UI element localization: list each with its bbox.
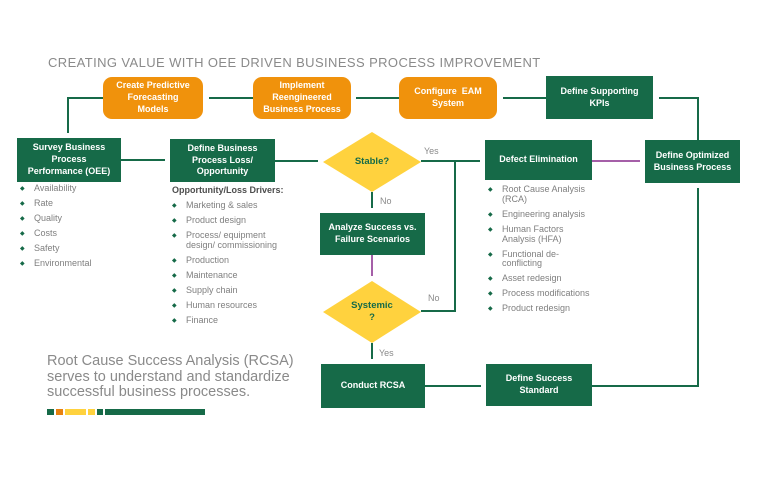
list-item: Finance	[172, 314, 290, 326]
oee-driver-list: Availability Rate Quality Costs Safety E…	[20, 183, 140, 274]
list-item: Maintenance	[172, 269, 290, 281]
list-item-text: Human Factors Analysis (HFA)	[502, 223, 564, 244]
diamond-bullet-icon	[488, 289, 502, 299]
edge-optimized-to-kpis	[659, 97, 699, 140]
list-item-text: Root Cause Analysis (RCA)	[502, 184, 586, 204]
list-header: Opportunity/Loss Drivers:	[172, 185, 284, 195]
list-item: Marketing & sales	[172, 200, 290, 211]
legend-bar-segment	[97, 409, 103, 415]
list-item-text: Process/ equipment design/ commissioning	[186, 230, 278, 250]
label-stable-no: No	[380, 196, 392, 206]
list-item: Product design	[172, 215, 290, 226]
list-item: Asset redesign	[488, 273, 603, 284]
legend-bar-segment	[56, 409, 63, 415]
diamond-bullet-icon	[20, 184, 34, 194]
node-configure-eam-system: Configure EAM System	[399, 77, 497, 119]
list-item: Human resources	[172, 299, 290, 311]
diamond-bullet-icon	[172, 256, 186, 266]
list-item: Safety	[20, 243, 140, 254]
node-analyze-success-failure: Analyze Success vs. Failure Scenarios	[320, 213, 425, 255]
list-item-text: Rate	[34, 198, 54, 208]
diamond-bullet-icon	[172, 216, 186, 226]
label-stable-yes: Yes	[424, 146, 439, 156]
list-item-text: Costs	[34, 228, 58, 238]
diamond-bullet-icon	[172, 231, 186, 251]
list-item: Process modifications	[488, 288, 603, 299]
label-systemic-no: No	[428, 293, 440, 303]
list-item: Quality	[20, 213, 140, 224]
list-item: Functional de- conflicting	[488, 248, 603, 270]
list-item-text: Product redesign	[502, 303, 571, 314]
list-item-text: Production	[186, 254, 230, 265]
page-title: CREATING VALUE WITH OEE DRIVEN BUSINESS …	[48, 55, 541, 70]
list-item: Costs	[20, 228, 140, 239]
list-item-text: Functional de- conflicting	[502, 248, 560, 269]
list-item-text: Maintenance	[186, 269, 238, 280]
list-item: Root Cause Analysis (RCA)	[488, 184, 603, 205]
node-defect-elimination: Defect Elimination	[485, 140, 592, 180]
defect-elimination-list: Root Cause Analysis (RCA) Engineering an…	[488, 184, 603, 319]
list-item: Environmental	[20, 258, 140, 269]
list-item-text: Process modifications	[502, 288, 590, 299]
list-item-text: Finance	[186, 314, 219, 325]
node-define-success-standard: Define Success Standard	[486, 364, 592, 406]
diamond-bullet-icon	[20, 214, 34, 224]
node-create-predictive-models: Create Predictive Forecasting Models	[103, 77, 203, 119]
diamond-bullet-icon	[488, 274, 502, 284]
node-implement-reengineered-process: Implement Reengineered Business Process	[253, 77, 351, 119]
list-item-text: Marketing & sales	[186, 200, 258, 210]
diamond-bullet-icon	[172, 271, 186, 281]
diamond-bullet-icon	[488, 304, 502, 314]
legend-bar-segment	[65, 409, 86, 415]
list-item: Supply chain	[172, 284, 290, 296]
node-survey-oee: Survey Business Process Performance (OEE…	[17, 138, 121, 182]
list-item-text: Environmental	[34, 258, 92, 268]
diamond-bullet-icon	[20, 259, 34, 269]
diamond-bullet-icon	[488, 210, 502, 220]
label-systemic-yes: Yes	[379, 348, 394, 358]
edge-systemic-no-return	[421, 162, 456, 312]
diamond-bullet-icon	[20, 244, 34, 254]
list-item: Production	[172, 254, 290, 266]
list-item: Process/ equipment design/ commissioning	[172, 230, 290, 251]
legend-bar-segment	[47, 409, 54, 415]
list-item-text: Engineering analysis	[502, 208, 586, 219]
edge-create-to-survey	[67, 97, 103, 133]
list-item-text: Supply chain	[186, 284, 238, 295]
color-legend-bar	[47, 409, 207, 415]
rcsa-caption: Root Cause Success Analysis (RCSA) serve…	[47, 353, 294, 401]
list-item-text: Quality	[34, 213, 63, 223]
list-item-text: Safety	[34, 243, 60, 253]
list-item: Human Factors Analysis (HFA)	[488, 223, 603, 245]
diamond-bullet-icon	[488, 185, 502, 205]
node-define-loss-opportunity: Define Business Process Loss/ Opportunit…	[170, 139, 275, 182]
edge-success-standard-to-optimized	[592, 188, 699, 387]
opportunity-loss-drivers-list: Opportunity/Loss Drivers: Marketing & sa…	[172, 185, 290, 331]
node-conduct-rcsa: Conduct RCSA	[321, 364, 425, 408]
list-item: Product redesign	[488, 303, 603, 314]
node-define-supporting-kpis: Define Supporting KPIs	[546, 76, 653, 119]
list-item: Availability	[20, 183, 140, 194]
diamond-bullet-icon	[20, 199, 34, 209]
diamond-bullet-icon	[488, 225, 502, 245]
diamond-bullet-icon	[172, 301, 186, 311]
diamond-bullet-icon	[20, 229, 34, 239]
diamond-bullet-icon	[172, 316, 186, 326]
node-define-optimized-process: Define Optimized Business Process	[645, 140, 740, 183]
legend-bar-segment	[88, 409, 95, 415]
list-item-text: Product design	[186, 215, 247, 225]
diamond-bullet-icon	[172, 286, 186, 296]
legend-bar-segment	[105, 409, 205, 415]
list-item-text: Human resources	[186, 299, 258, 310]
list-item: Rate	[20, 198, 140, 209]
decision-systemic: Systemic ?	[323, 281, 421, 343]
diamond-bullet-icon	[488, 250, 502, 270]
list-item: Engineering analysis	[488, 208, 603, 220]
decision-stable: Stable?	[323, 132, 421, 192]
diamond-bullet-icon	[172, 201, 186, 211]
list-item-text: Asset redesign	[502, 273, 562, 284]
list-item-text: Availability	[34, 183, 77, 193]
